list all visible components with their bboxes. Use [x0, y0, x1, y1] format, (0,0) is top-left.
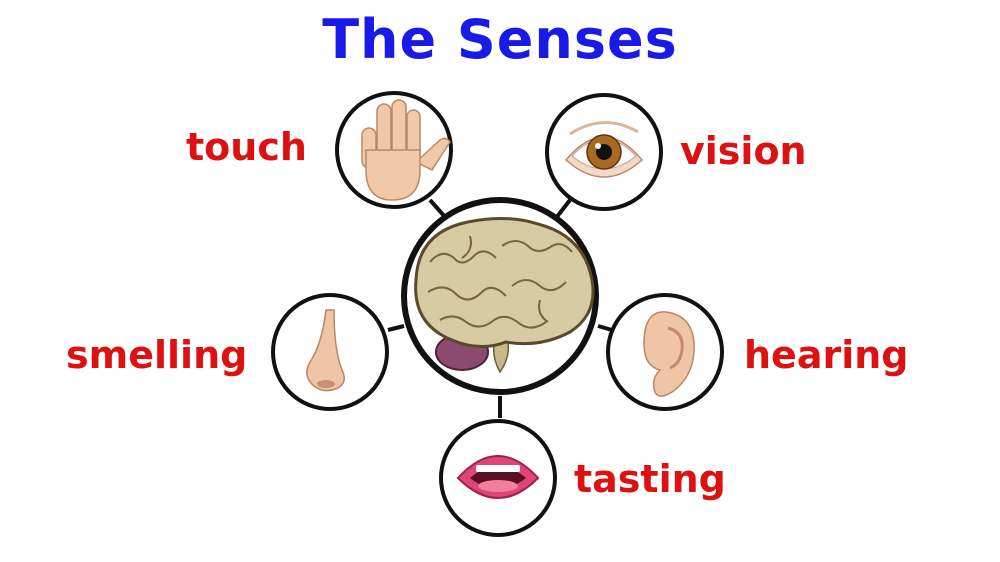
tasting-node: [439, 419, 557, 537]
ear-icon: [643, 311, 695, 397]
nose-icon: [306, 309, 345, 392]
touch-node: [335, 91, 453, 209]
mouth-icon: [456, 455, 540, 499]
connector-hearing: [597, 324, 613, 332]
hand-icon: [361, 99, 451, 201]
label-touch: touch: [186, 125, 307, 169]
connector-smelling: [387, 324, 405, 332]
brain-node: [401, 197, 599, 395]
eye-icon: [564, 121, 644, 178]
label-tasting: tasting: [574, 457, 726, 501]
brain-icon: [414, 216, 595, 374]
smelling-node: [271, 293, 389, 411]
label-vision: vision: [680, 129, 807, 173]
hearing-node: [606, 293, 724, 411]
label-hearing: hearing: [744, 333, 909, 377]
connector-vision: [554, 198, 572, 220]
label-smelling: smelling: [66, 333, 248, 377]
vision-node: [545, 93, 663, 211]
diagram-title: The Senses: [322, 8, 678, 71]
